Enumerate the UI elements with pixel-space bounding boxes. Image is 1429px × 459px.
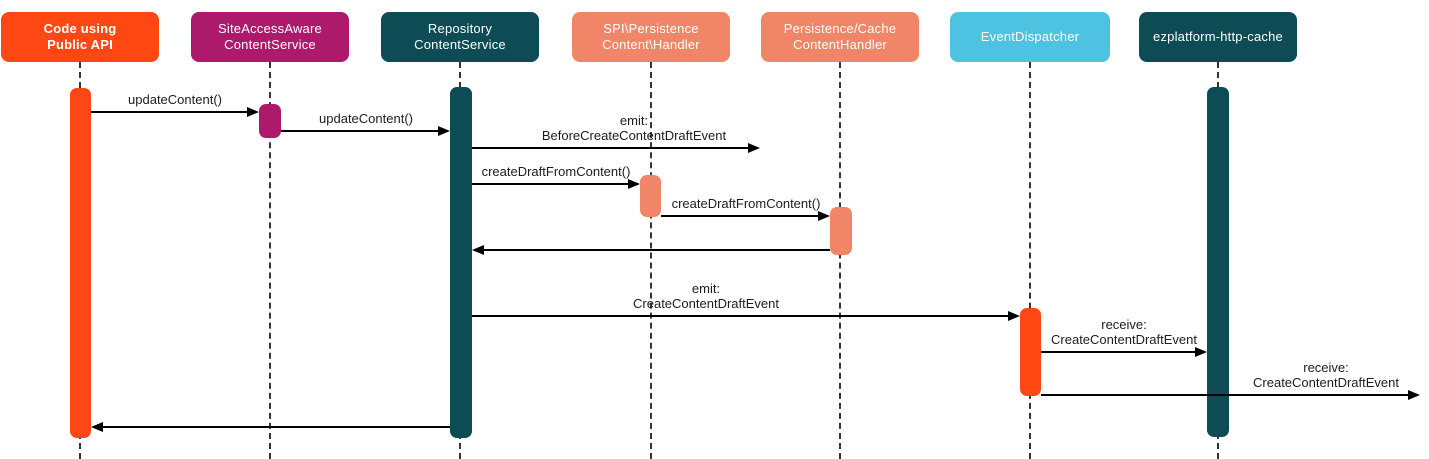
actor-box-eventdispatcher: EventDispatcher — [950, 12, 1110, 62]
arrowhead-icon — [247, 107, 259, 117]
message-label-line: CreateContentDraftEvent — [1253, 375, 1399, 390]
actor-label: Public API — [47, 37, 113, 52]
message-label: createDraftFromContent() — [672, 196, 821, 211]
message-arrow — [1041, 351, 1197, 353]
message-arrow — [472, 147, 750, 149]
message-label: receive:CreateContentDraftEvent — [1253, 360, 1399, 390]
activation-bar-eventdispatcher — [1020, 308, 1041, 396]
actor-label: Persistence/Cache — [783, 21, 897, 36]
activation-bar-siteaccessaware-contentservice — [259, 104, 281, 138]
arrowhead-icon — [818, 211, 830, 221]
message-arrow — [661, 215, 820, 217]
message-arrow — [101, 426, 450, 428]
activation-bar-code-using-public-api — [70, 88, 91, 438]
actor-label: Code using — [43, 21, 117, 36]
actor-label: SiteAccessAware — [218, 21, 322, 36]
arrowhead-icon — [91, 422, 103, 432]
message-label-line: updateContent() — [128, 92, 222, 107]
message-label-line: receive: — [1303, 360, 1349, 375]
message-arrow — [472, 315, 1010, 317]
arrowhead-icon — [1008, 311, 1020, 321]
message-label-line: receive: — [1101, 317, 1147, 332]
lifeline-persistence-cache-contenthandler — [839, 62, 841, 459]
lifeline-siteaccessaware-contentservice — [269, 62, 271, 459]
actor-label: ezplatform-http-cache — [1153, 29, 1283, 44]
activation-bar-spi-persistence-content-handler — [640, 175, 661, 217]
actor-label: EventDispatcher — [980, 29, 1080, 44]
activation-bar-persistence-cache-contenthandler — [830, 207, 852, 255]
message-label-line: createDraftFromContent() — [481, 164, 631, 179]
actor-label: SPI\Persistence — [603, 21, 699, 36]
actor-label: ContentHandler — [793, 37, 887, 52]
message-arrow — [1041, 394, 1410, 396]
message-label-line: BeforeCreateContentDraftEvent — [541, 128, 727, 143]
arrowhead-icon — [628, 179, 640, 189]
arrowhead-icon — [1195, 347, 1207, 357]
message-label: emit:CreateContentDraftEvent — [633, 281, 779, 311]
message-label: updateContent() — [319, 111, 413, 126]
actor-label: ContentService — [414, 37, 506, 52]
activation-bar-repository-contentservice — [450, 87, 472, 438]
actor-label: Repository — [427, 21, 493, 36]
message-arrow — [91, 111, 249, 113]
message-label: emit:BeforeCreateContentDraftEvent — [542, 113, 726, 143]
message-label: updateContent() — [128, 92, 222, 107]
lifeline-spi-persistence-content-handler — [650, 62, 652, 459]
message-label: receive:CreateContentDraftEvent — [1051, 317, 1197, 347]
activation-bar-ezplatform-http-cache — [1207, 87, 1229, 437]
message-arrow — [281, 130, 440, 132]
actor-label: Content\Handler — [602, 37, 700, 52]
arrowhead-icon — [1408, 390, 1420, 400]
arrowhead-icon — [472, 245, 484, 255]
message-label: createDraftFromContent() — [482, 164, 631, 179]
lifeline-eventdispatcher — [1029, 62, 1031, 459]
arrowhead-icon — [748, 143, 760, 153]
message-label-line: updateContent() — [319, 111, 413, 126]
arrowhead-icon — [438, 126, 450, 136]
message-label-line: emit: — [619, 113, 649, 128]
message-label-line: createDraftFromContent() — [671, 196, 821, 211]
message-label-line: CreateContentDraftEvent — [1051, 332, 1197, 347]
message-label-line: emit: — [691, 281, 721, 296]
message-arrow — [472, 183, 630, 185]
actor-label: ContentService — [224, 37, 316, 52]
message-arrow — [482, 249, 830, 251]
message-label-line: CreateContentDraftEvent — [633, 296, 779, 311]
actor-box-ezplatform-http-cache: ezplatform-http-cache — [1139, 12, 1297, 62]
